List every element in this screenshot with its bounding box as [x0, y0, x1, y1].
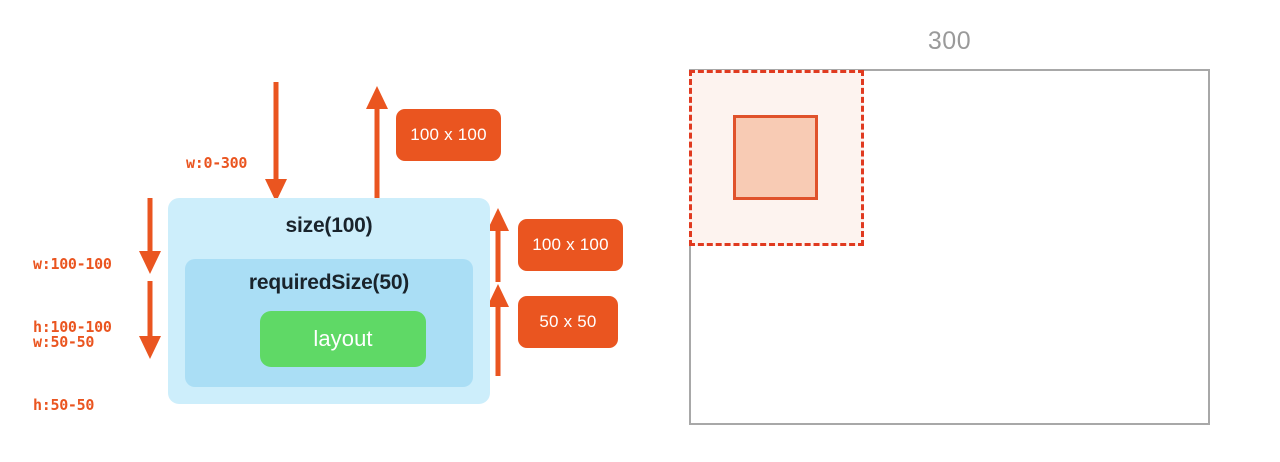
- size-box-label: size(100): [285, 214, 373, 237]
- required-size-box: requiredSize(50) layout: [185, 259, 473, 387]
- constraint-width-line: w:100-100: [33, 254, 112, 273]
- arrow-down-incoming-constraints: [265, 82, 287, 202]
- constraint-height-line: h:100-100: [33, 318, 112, 337]
- arrow-up-reported-size-top: [366, 86, 388, 202]
- laid-out-element-region: [733, 115, 818, 200]
- container-width-label: 300: [927, 27, 972, 55]
- constraint-width-line: w:50-50: [33, 332, 95, 351]
- constraint-label-required-size: w:50-50 h:50-50: [33, 289, 94, 459]
- constraint-width-line: w:0-300: [186, 153, 248, 172]
- layout-node-label: layout: [313, 326, 373, 351]
- constraint-label-size: w:100-100 h:100-100: [33, 211, 112, 381]
- size-badge-top: 100 x 100: [396, 109, 501, 161]
- constraint-height-line: h:50-50: [33, 396, 95, 415]
- arrow-down-size-constraints: [139, 198, 161, 274]
- arrow-down-required-size-constraints: [139, 281, 161, 359]
- required-size-box-label: requiredSize(50): [248, 271, 410, 294]
- arrow-up-reported-size-inner: [487, 284, 509, 376]
- size-badge-outer: 100 x 100: [518, 219, 623, 271]
- layout-node[interactable]: layout: [260, 311, 426, 367]
- size-badge-inner: 50 x 50: [518, 296, 618, 348]
- size-box: size(100) requiredSize(50) layout: [168, 198, 490, 404]
- arrow-up-reported-size-outer: [487, 208, 509, 282]
